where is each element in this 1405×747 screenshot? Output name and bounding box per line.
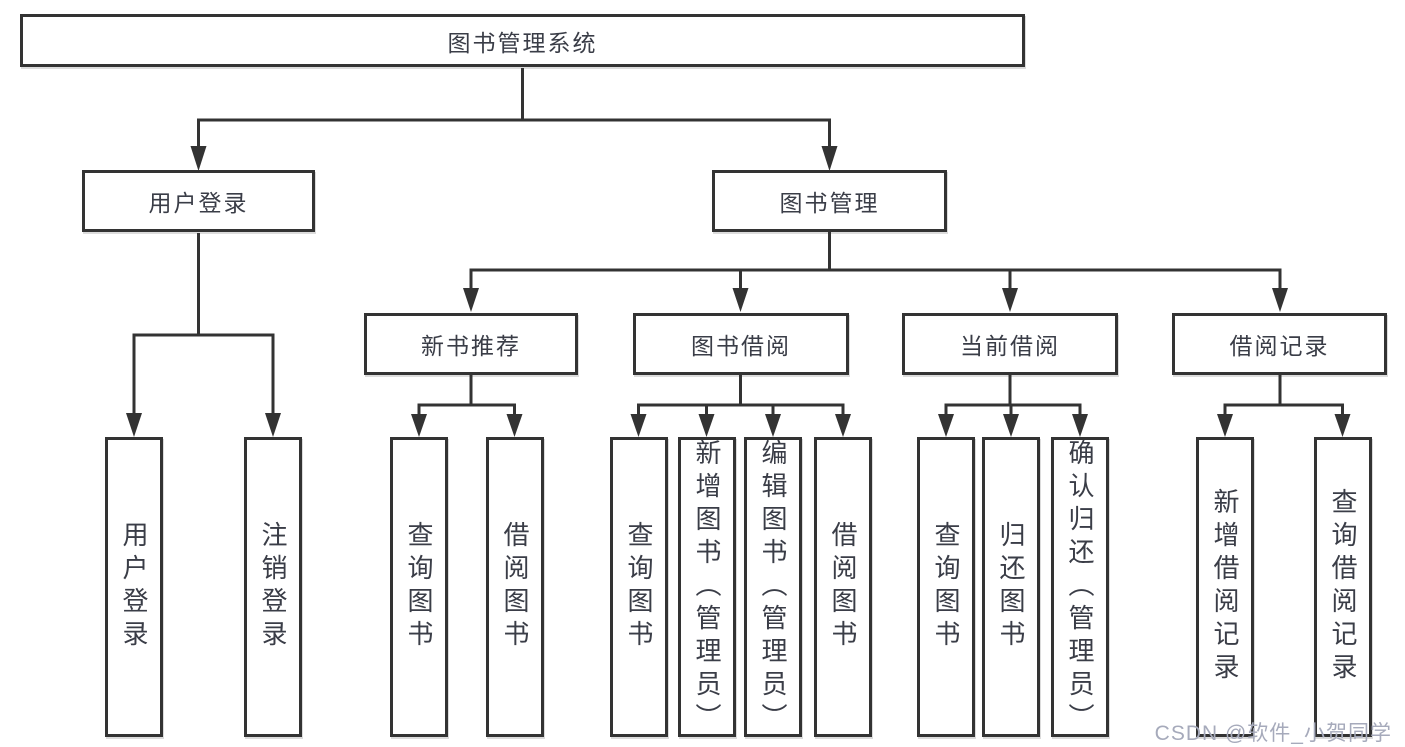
leaf-m2-query-books: 查询图书 (610, 437, 668, 737)
leaf-m3-query-books: 查询图书 (917, 437, 975, 737)
arrowhead (732, 288, 749, 312)
arrowhead (630, 414, 647, 437)
node-user-login-label: 用户登录 (148, 190, 249, 216)
node-current-borrow: 当前借阅 (902, 313, 1118, 375)
arrowhead (463, 288, 479, 312)
leaf-m4-query-borrow-record-label: 查询借阅记录 (1328, 488, 1358, 686)
arrowhead (1334, 414, 1351, 437)
leaf-m1-query-books-label: 查询图书 (404, 521, 434, 653)
node-borrow-records: 借阅记录 (1172, 313, 1387, 375)
node-new-book-recommend: 新书推荐 (364, 313, 578, 375)
leaf-m3-confirm-return-admin: 确认归还（管理员） (1051, 437, 1109, 737)
node-book-borrow: 图书借阅 (633, 313, 849, 375)
arrowhead (765, 414, 781, 437)
leaf-m3-return-books-label: 归还图书 (996, 521, 1026, 653)
leaf-m3-query-books-label: 查询图书 (931, 521, 961, 653)
leaf-user-login-label: 用户登录 (119, 521, 149, 653)
node-root-label: 图书管理系统 (447, 29, 598, 56)
arrowhead (411, 414, 427, 437)
arrowhead (265, 413, 281, 437)
leaf-m4-add-borrow-record: 新增借阅记录 (1196, 437, 1254, 737)
leaf-m3-confirm-return-admin-label: 确认归还（管理员） (1065, 438, 1095, 736)
leaf-m1-borrow-books: 借阅图书 (486, 437, 544, 737)
arrowhead (1003, 414, 1019, 437)
leaf-m4-add-borrow-record-label: 新增借阅记录 (1210, 488, 1240, 686)
leaf-m2-edit-books-admin-label: 编辑图书（管理员） (758, 438, 788, 736)
arrowhead (821, 146, 838, 171)
leaf-m2-edit-books-admin: 编辑图书（管理员） (744, 437, 802, 737)
leaf-logout: 注销登录 (244, 437, 302, 737)
arrowhead (190, 146, 207, 171)
leaf-m2-add-books-admin: 新增图书（管理员） (678, 437, 736, 737)
node-current-borrow-label: 当前借阅 (960, 333, 1060, 359)
arrowhead (506, 414, 523, 437)
leaf-m2-add-books-admin-label: 新增图书（管理员） (692, 438, 722, 736)
csdn-watermark: CSDN @软件_小贺同学 (1154, 722, 1392, 745)
leaf-m4-query-borrow-record: 查询借阅记录 (1314, 437, 1372, 737)
arrowhead (126, 413, 142, 437)
leaf-logout-label: 注销登录 (258, 521, 288, 653)
node-borrow-records-label: 借阅记录 (1229, 333, 1330, 359)
node-user-login: 用户登录 (82, 170, 315, 232)
arrowhead (1002, 288, 1018, 312)
arrowhead (1272, 288, 1288, 312)
leaf-m2-query-books-label: 查询图书 (624, 521, 654, 653)
node-book-mgmt: 图书管理 (712, 170, 947, 232)
leaf-m2-borrow-books: 借阅图书 (814, 437, 872, 737)
leaf-m2-borrow-books-label: 借阅图书 (828, 521, 858, 653)
arrowhead (835, 414, 851, 437)
leaf-m1-query-books: 查询图书 (390, 437, 448, 737)
arrowhead (1072, 414, 1088, 437)
leaf-user-login: 用户登录 (105, 437, 163, 737)
arrowhead (1217, 414, 1233, 437)
node-book-borrow-label: 图书借阅 (691, 333, 791, 359)
leaf-m3-return-books: 归还图书 (982, 437, 1040, 737)
node-book-mgmt-label: 图书管理 (779, 190, 880, 216)
node-new-book-recommend-label: 新书推荐 (421, 333, 521, 359)
arrowhead (938, 414, 954, 437)
leaf-m1-borrow-books-label: 借阅图书 (500, 521, 530, 653)
arrowhead (698, 414, 715, 437)
node-root: 图书管理系统 (20, 14, 1025, 67)
